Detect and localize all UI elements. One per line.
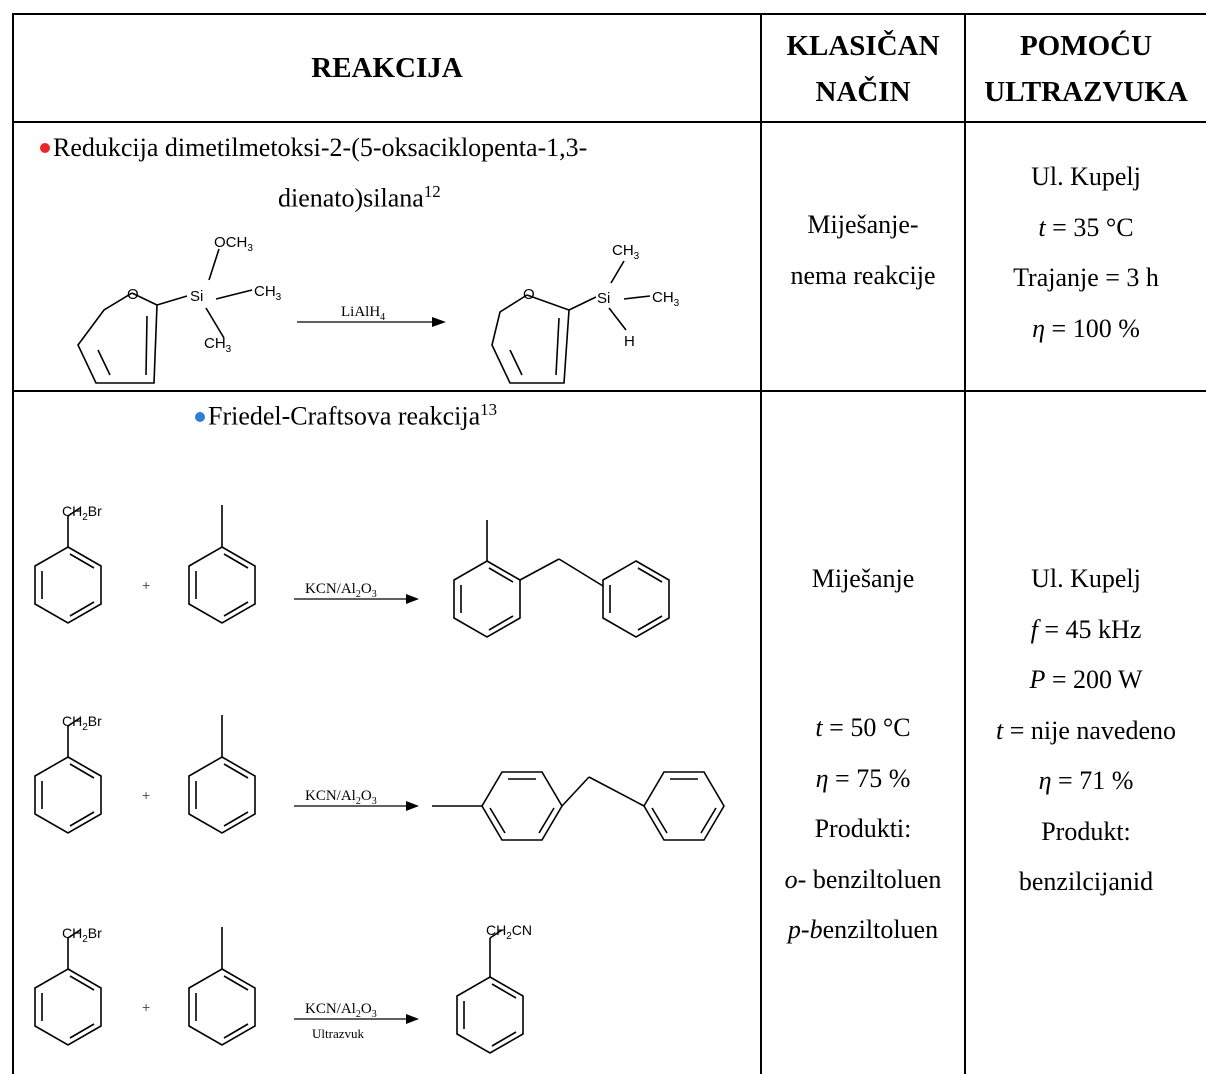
benzyl-bromide-a (35, 508, 101, 623)
row2-ultra-power: P = 200 W (1029, 665, 1143, 694)
ch2br-label-c: CH2Br (62, 925, 102, 945)
row2-classic-cell: Miješanje (762, 554, 964, 605)
row1-ultra-duration: Trajanje = 3 h (1013, 263, 1159, 292)
row2-classic-details: t = 50 °C η = 75 % Produkti: o- benzilto… (762, 703, 964, 956)
row2-title: Friedel-Craftsova reakcija13 (195, 400, 497, 432)
cyanide-product-ring (456, 976, 524, 1054)
ch2br-label-a: CH2Br (62, 503, 102, 523)
para-product-ring1 (481, 771, 563, 841)
row1-reagent: LiAlH4 (341, 304, 385, 323)
table-divider-row1 (12, 390, 1206, 392)
reactant-och3-label: OCH3 (214, 234, 253, 254)
row2-classic-ortho: o- benziltoluen (784, 864, 942, 894)
reactant-o-label: O (127, 286, 139, 303)
ultrasound-label: Ultrazvuk (312, 1026, 364, 1041)
row1-ultra-cell: Ul. Kupelj t = 35 °C Trajanje = 3 h η = … (966, 152, 1206, 354)
row2-schemes: CH2Br + KCN/Al2O3 CH2Br + KCN/Al2O3 CH2B… (14, 503, 725, 1054)
row1-title-line1: Redukcija dimetilmetoksi-2-(5-oksaciklop… (40, 133, 587, 163)
product-ch3-label-a: CH3 (612, 242, 640, 262)
row2-ultra-temp: t = nije navedeno (995, 715, 1176, 745)
row1-classic-line1: Miješanje- (807, 210, 919, 239)
row1-classic-cell: Miješanje- nema reakcije (762, 200, 964, 301)
row2-classic-para: p-benziltoluen (787, 915, 939, 944)
header-ultrasound-line2: ULTRAZVUKA (984, 76, 1188, 108)
product-ch3-label-b: CH3 (652, 289, 680, 309)
ch2br-label-b: CH2Br (62, 713, 102, 733)
toluene-c (189, 927, 255, 1045)
plus-c: + (142, 999, 150, 1015)
toluene-a (189, 505, 255, 623)
row2-ultra-yield: η = 71 % (1038, 766, 1134, 795)
plus-a: + (142, 577, 150, 593)
para-product-ring2 (643, 771, 725, 841)
reactant-ch3-label-b: CH3 (204, 335, 232, 355)
row1-bullet (40, 143, 50, 154)
product-furan (491, 260, 651, 384)
row2-bullet (195, 411, 205, 422)
row2-classic-mixing: Miješanje (811, 564, 915, 593)
reagent-c: KCN/Al2O3 (305, 1001, 377, 1020)
row2-ultra-product-label: Produkt: (1041, 816, 1131, 846)
row1-ultra-bath: Ul. Kupelj (1031, 162, 1141, 191)
reagent-b: KCN/Al2O3 (305, 788, 377, 807)
table-divider-col2 (964, 13, 966, 1074)
row2-ref: 13 (480, 400, 498, 419)
product-h-label: H (624, 333, 635, 350)
ortho-product-ring2 (602, 560, 670, 638)
product-si-label: Si (597, 290, 610, 307)
table-border-left (12, 13, 14, 1074)
row1-classic-line2: nema reakcije (790, 260, 936, 290)
header-classic-line2: NAČIN (815, 76, 911, 108)
row1-title-line2: dienato)silana12 (278, 182, 441, 214)
row2-ultra-product: benzilcijanid (1018, 867, 1154, 896)
benzyl-bromide-c (35, 930, 101, 1045)
row2-classic-temp: t = 50 °C (815, 713, 911, 742)
benzyl-bromide-b (35, 718, 101, 833)
row1-scheme: O Si OCH3 CH3 CH3 LiAlH4 O Si CH3 CH3 H (77, 234, 680, 384)
ortho-product-ring1 (453, 560, 521, 638)
row1-ref: 12 (423, 182, 441, 201)
table-border-top (12, 13, 1206, 15)
header-ultrasound: POMOĆU ULTRAZVUKA (966, 15, 1206, 121)
row2-ultra-frequency: f = 45 kHz (1030, 614, 1142, 644)
ch2cn-label: CH2CN (486, 922, 532, 942)
reactant-ch3-label-a: CH3 (254, 283, 282, 303)
table-divider-header (12, 121, 1206, 123)
header-reaction-label: REAKCIJA (311, 52, 463, 84)
row1-title-text: Redukcija dimetilmetoksi-2-(5-oksaciklop… (53, 133, 588, 162)
row1-ultra-yield: η = 100 % (1032, 313, 1140, 343)
header-classic: KLASIČAN NAČIN (762, 15, 964, 121)
product-o-label: O (523, 286, 535, 303)
row2-ultra-bath: Ul. Kupelj (1031, 564, 1141, 593)
plus-b: + (142, 787, 150, 803)
scheme-cyanide: CH2Br + KCN/Al2O3 Ultrazvuk CH2CN (35, 922, 532, 1054)
header-ultrasound-line1: POMOĆU (1019, 30, 1153, 62)
header-reaction: REAKCIJA (14, 15, 760, 121)
row2-classic-yield: η = 75 % (815, 763, 911, 793)
row1-arrow-head (432, 317, 446, 327)
row1-ultra-temp: t = 35 °C (1038, 212, 1134, 242)
reagent-a: KCN/Al2O3 (305, 581, 377, 600)
reactant-furan (77, 248, 253, 384)
scheme-para: CH2Br + KCN/Al2O3 (35, 713, 725, 841)
row2-title-text: Friedel-Craftsova reakcija (208, 401, 481, 431)
row1-title-text2: dienato)silana (278, 183, 424, 213)
scheme-ortho: CH2Br + KCN/Al2O3 (35, 503, 670, 638)
toluene-b (189, 715, 255, 833)
row2-classic-products-label: Produkti: (814, 814, 912, 843)
header-classic-line1: KLASIČAN (786, 30, 940, 62)
reactant-si-label: Si (190, 288, 203, 305)
table-divider-col1 (760, 13, 762, 1074)
row2-ultra-cell: Ul. Kupelj f = 45 kHz P = 200 W t = nije… (966, 554, 1206, 908)
